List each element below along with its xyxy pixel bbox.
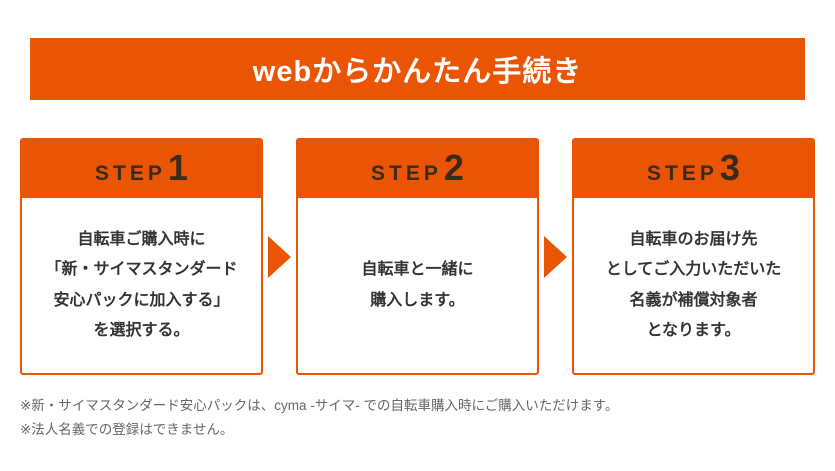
page-title-banner: webからかんたん手続き <box>30 38 805 100</box>
footnotes: ※新・サイマスタンダード安心パックは、cyma -サイマ- での自転車購入時にご… <box>20 394 815 441</box>
page-title: webからかんたん手続き <box>252 56 583 88</box>
step-2-description: 自転車と一緒に 購入します。 <box>361 261 474 309</box>
step-2-header: STEP 2 <box>298 140 537 198</box>
step-1-header: STEP 1 <box>22 140 261 198</box>
footnote-1: ※新・サイマスタンダード安心パックは、cyma -サイマ- での自転車購入時にご… <box>20 398 619 413</box>
step-3-header: STEP 3 <box>574 140 813 198</box>
step-2-label: STEP <box>371 162 442 185</box>
step-3-number: 3 <box>719 147 740 188</box>
step-3-description: 自転車のお届け先 としてご入力いただいた 名義が補償対象者 となります。 <box>605 230 782 339</box>
step-3-label: STEP <box>647 162 718 185</box>
arrow-right-icon <box>544 235 567 278</box>
step-1-description: 自転車ご購入時に 「新・サイマスタンダード 安心パックに加入する」 を選択する。 <box>45 230 238 339</box>
footnote-2: ※法人名義での登録はできません。 <box>20 421 234 437</box>
step-card-1: STEP 1 自転車ご購入時に 「新・サイマスタンダード 安心パックに加入する」… <box>20 138 263 375</box>
arrow-right-icon <box>268 235 291 278</box>
step-1-number: 1 <box>167 147 188 188</box>
steps-flow: STEP 1 自転車ご購入時に 「新・サイマスタンダード 安心パックに加入する」… <box>20 138 815 375</box>
step-card-2: STEP 2 自転車と一緒に 購入します。 <box>296 138 539 375</box>
step-card-3: STEP 3 自転車のお届け先 としてご入力いただいた 名義が補償対象者 となり… <box>572 138 815 375</box>
step-1-label: STEP <box>95 162 166 185</box>
step-2-number: 2 <box>443 147 464 188</box>
